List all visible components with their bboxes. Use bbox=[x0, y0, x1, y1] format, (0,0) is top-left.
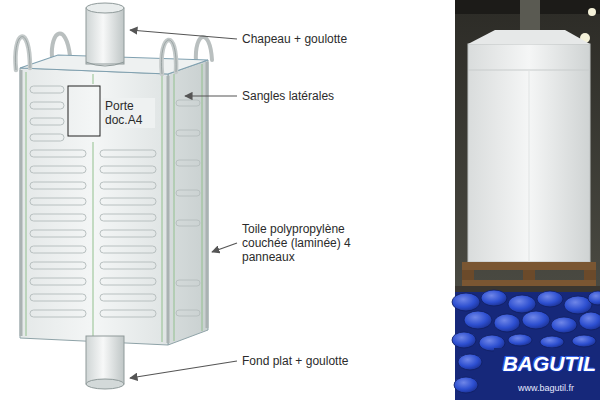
watermark-url: www.bagutil.fr bbox=[518, 383, 574, 393]
callout-label: Sangles latérales bbox=[242, 89, 334, 103]
callout-label: Toile polypropylène couchée (laminée) 4 … bbox=[242, 222, 358, 264]
brand-logo: BAGUTIL bbox=[503, 352, 596, 376]
callout-label: Fond plat + goulotte bbox=[242, 354, 348, 368]
pocket-label: Porte doc.A4 bbox=[103, 98, 155, 128]
callout-label: Chapeau + goulotte bbox=[242, 32, 347, 46]
